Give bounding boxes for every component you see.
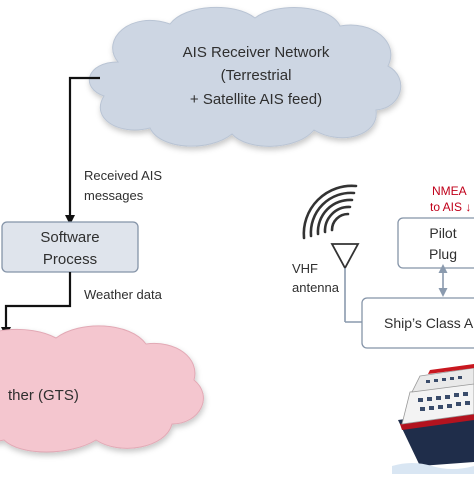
pilot-plug-line2: Plug xyxy=(429,246,457,262)
cruise-ship-icon xyxy=(392,364,474,474)
ais-cloud-label-line1: AIS Receiver Network xyxy=(183,44,330,61)
gts-cloud xyxy=(0,325,204,453)
edge-weather-data: Weather data xyxy=(84,287,163,302)
pilot-plug-line1: Pilot xyxy=(429,225,456,241)
vhf-antenna-icon xyxy=(330,243,362,323)
vhf-antenna-label-line1: VHF xyxy=(292,261,318,276)
ais-receiver-network-cloud xyxy=(88,6,402,147)
ships-class-a-box xyxy=(361,297,474,349)
ships-class-a-label: Ship’s Class A xyxy=(384,315,474,331)
radio-waves-icon xyxy=(302,184,358,240)
software-process-line2: Process xyxy=(43,251,97,268)
arrow-cloud-to-software xyxy=(65,76,100,225)
gts-cloud-label: ther (GTS) xyxy=(8,387,79,404)
edge-received-ais-line2: messages xyxy=(84,188,144,203)
ais-cloud-label-line3: + Satellite AIS feed) xyxy=(190,91,322,108)
edge-received-ais-line1: Received AIS xyxy=(84,168,162,183)
software-process-line1: Software xyxy=(40,229,99,246)
ais-cloud-label-line2: (Terrestrial xyxy=(221,67,292,84)
vhf-antenna-label-line2: antenna xyxy=(292,280,340,295)
nmea-label-line1: NMEA xyxy=(432,184,467,198)
nmea-label-line2: to AIS ↓ xyxy=(430,200,471,214)
arrow-software-to-gts xyxy=(1,272,72,337)
